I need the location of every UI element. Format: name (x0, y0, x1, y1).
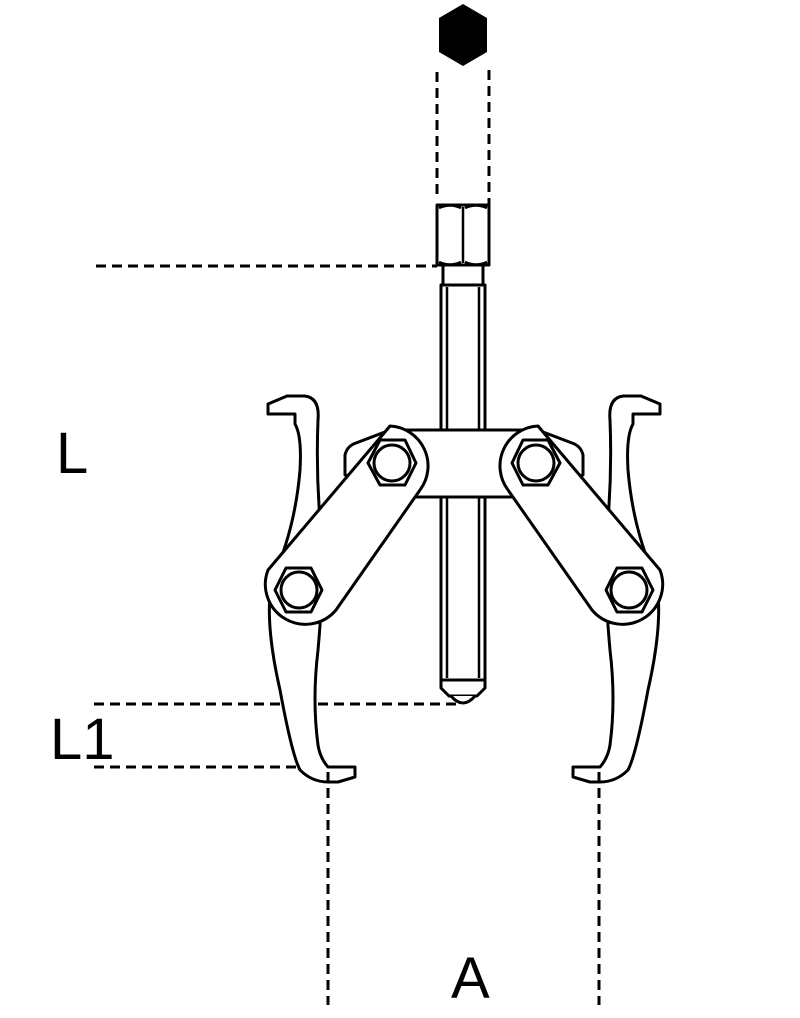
pivot-bolt-upper-left (366, 438, 418, 487)
pivot-bolt-upper-right (510, 438, 562, 487)
dimension-label-L1: L1 (50, 707, 115, 772)
hex-head-icon (439, 4, 487, 66)
pivot-bolt-lower-left (273, 566, 324, 614)
screw-head-nut (435, 203, 491, 287)
dimension-label-L: L (56, 421, 89, 486)
dimension-label-A: A (451, 946, 490, 1011)
pivot-bolt-lower-right (604, 566, 655, 614)
